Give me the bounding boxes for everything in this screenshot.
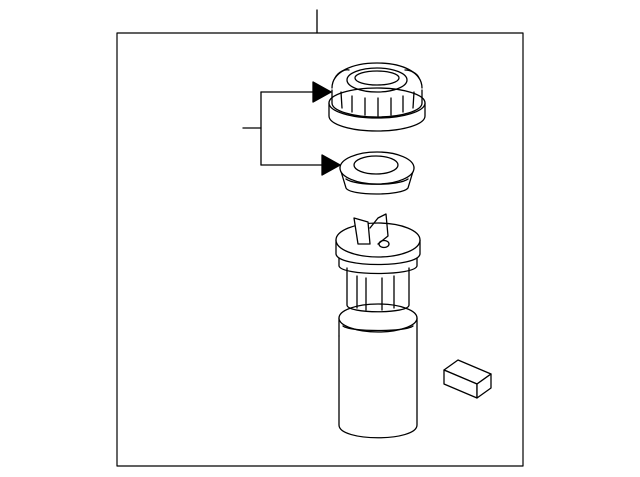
diagram-frame [116,32,524,467]
canister-body [338,317,418,439]
small-block [443,359,492,399]
callout-bracket [242,91,329,166]
arrow-to-ring-cap [312,81,332,103]
ring-cap-ribs [334,69,420,117]
module-neck [346,267,410,313]
arrow-to-grommet [321,154,341,176]
fuel-pump-module [335,213,421,439]
ring-cap [328,62,426,132]
connector-tab [353,217,371,245]
grommet [339,151,415,195]
vent-port [378,239,390,249]
